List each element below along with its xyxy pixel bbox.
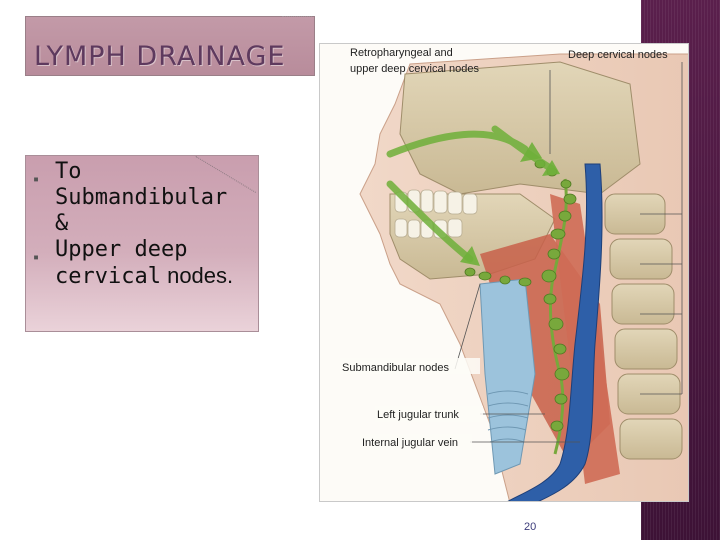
bullet-2-suffix: nodes.: [160, 263, 234, 288]
label-backdrop: [375, 406, 483, 422]
label-retropharyngeal-line2: upper deep cervical nodes: [350, 63, 480, 75]
arrowheads: [460, 142, 560, 266]
bullet-2-line-1: Upper deep: [55, 237, 188, 262]
bullet-list: ▪ To Submandibular & ▪ Upper deep cervic…: [26, 159, 233, 290]
label-left-jugular-trunk: Left jugular trunk: [377, 409, 459, 421]
drainage-arrows: [386, 125, 556, 263]
title-box-decoration: [282, 16, 312, 29]
trachea-rings: [487, 390, 529, 443]
title-box: LYMPH DRAINAGE: [25, 16, 315, 76]
cervical-spine: [604, 193, 683, 460]
internal-jugular-vein: [507, 163, 603, 501]
bullet-item-2: ▪ Upper deep cervical nodes.: [26, 237, 233, 290]
bullet-1-line-3: &: [55, 211, 69, 236]
label-backdrop: [360, 434, 472, 450]
page-number: 20: [524, 521, 537, 533]
bullet-2-line-2: cervical nodes.: [55, 263, 233, 290]
slide-title: LYMPH DRAINAGE: [34, 41, 286, 72]
bullet-1-line-2: Submandibular: [55, 185, 228, 210]
label-internal-jugular-vein: Internal jugular vein: [362, 437, 458, 449]
lymph-drainage-illustration: Retropharyngeal and upper deep cervical …: [340, 47, 688, 501]
label-submandibular-nodes: Submandibular nodes: [342, 362, 450, 374]
bullet-marker: ▪: [33, 174, 40, 185]
label-retropharyngeal-line1: Retropharyngeal and: [350, 47, 453, 59]
label-backdrop: [340, 358, 480, 374]
skull: [399, 61, 641, 195]
label-deep-cervical-nodes: Deep cervical nodes: [568, 49, 668, 61]
bullet-item-1: ▪ To Submandibular &: [26, 159, 233, 237]
leader-lines: [454, 62, 683, 443]
bullet-1-line-1: To: [55, 159, 82, 184]
anatomy-figure: Retropharyngeal and upper deep cervical …: [319, 43, 689, 502]
content-box: ▪ To Submandibular & ▪ Upper deep cervic…: [25, 155, 259, 332]
bullet-marker: ▪: [33, 252, 40, 263]
bullet-2-term: cervical: [55, 264, 161, 289]
